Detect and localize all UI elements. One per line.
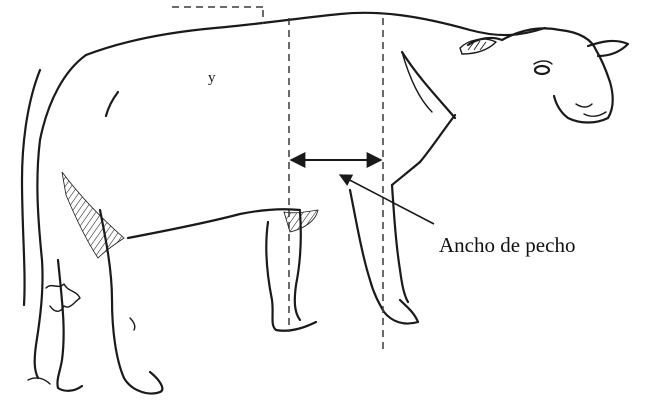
cow-outline [22,13,628,394]
chest-width-label: Ancho de pecho [439,233,575,257]
chest-width-guides [263,10,383,352]
body-mark: y [208,70,216,86]
